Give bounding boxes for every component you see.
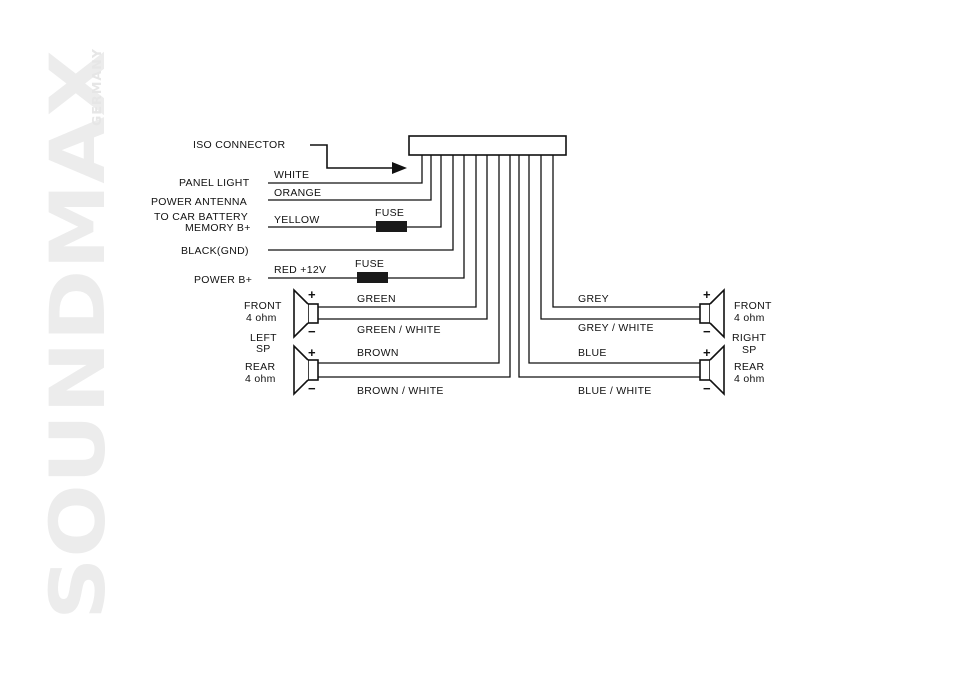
wire-label-white: WHITE — [274, 169, 309, 181]
label-panel-light: PANEL LIGHT — [179, 177, 250, 189]
wire-label-blue: BLUE — [578, 347, 607, 359]
wire-label-red: RED +12V — [274, 264, 326, 276]
wire-label-green-white: GREEN / WHITE — [357, 324, 441, 336]
speaker-label-front-left-2: 4 ohm — [246, 312, 277, 324]
wire-green-white — [318, 155, 487, 319]
fuse-memory — [376, 221, 407, 232]
speaker-label-right-sp-1: RIGHT — [732, 332, 766, 344]
polarity-minus-front-left: − — [308, 324, 316, 339]
wire-label-brown: BROWN — [357, 347, 399, 359]
wire-brown-white — [318, 155, 510, 377]
speaker-label-left-sp-2: SP — [256, 343, 271, 355]
speaker-label-rear-right-1: REAR — [734, 361, 764, 373]
label-memory-b: MEMORY B+ — [185, 222, 251, 234]
speaker-label-rear-left-1: REAR — [245, 361, 275, 373]
iso-connector-label: ISO CONNECTOR — [193, 139, 285, 151]
wire-label-brown-white: BROWN / WHITE — [357, 385, 444, 397]
speaker-label-right-sp-2: SP — [742, 344, 757, 356]
wire-blue-white — [519, 155, 700, 377]
connector-arrowhead — [392, 162, 407, 174]
polarity-plus-front-left: + — [308, 287, 316, 302]
wire-label-grey: GREY — [578, 293, 609, 305]
polarity-plus-rear-right: + — [703, 345, 711, 360]
wire-label-green: GREEN — [357, 293, 396, 305]
connector-arrow-line — [310, 145, 395, 168]
wire-grey-white — [541, 155, 700, 319]
wire-label-orange: ORANGE — [274, 187, 321, 199]
fuse-label-memory: FUSE — [375, 207, 404, 219]
wire-label-yellow: YELLOW — [274, 214, 320, 226]
fuse-label-power: FUSE — [355, 258, 384, 270]
wire-grey — [553, 155, 700, 307]
speaker-label-rear-right-2: 4 ohm — [734, 373, 765, 385]
speaker-label-front-right-1: FRONT — [734, 300, 772, 312]
polarity-plus-front-right: + — [703, 287, 711, 302]
speaker-label-front-left-1: FRONT — [244, 300, 282, 312]
label-power-b: POWER B+ — [194, 274, 252, 286]
polarity-plus-rear-left: + — [308, 345, 316, 360]
polarity-minus-rear-left: − — [308, 381, 316, 396]
wire-label-blue-white: BLUE / WHITE — [578, 385, 652, 397]
label-power-antenna: POWER ANTENNA — [151, 196, 247, 208]
label-black-gnd: BLACK(GND) — [181, 245, 249, 257]
speaker-label-front-right-2: 4 ohm — [734, 312, 765, 324]
connector-label-group: ISO CONNECTOR — [193, 139, 285, 151]
wire-label-grey-white: GREY / WHITE — [578, 322, 654, 334]
fuse-power — [357, 272, 388, 283]
polarity-minus-front-right: − — [703, 324, 711, 339]
polarity-minus-rear-right: − — [703, 381, 711, 396]
speaker-label-rear-left-2: 4 ohm — [245, 373, 276, 385]
iso-connector — [409, 136, 566, 155]
